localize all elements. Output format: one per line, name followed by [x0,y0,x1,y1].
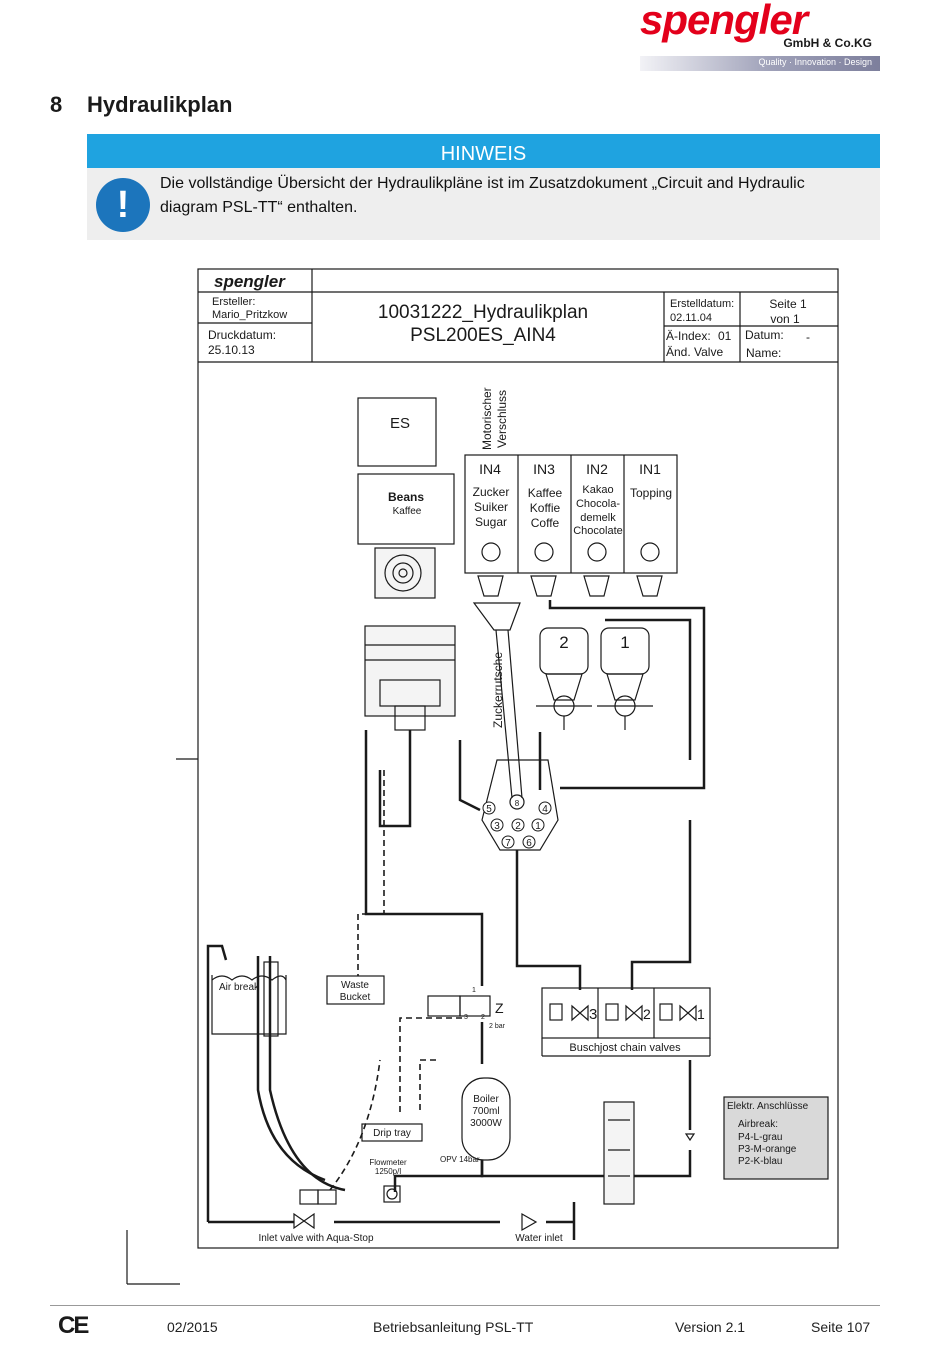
canister-in2-line: Chocolate [573,525,623,537]
index-label: Ä-Index: [666,329,711,343]
boiler-label-2: 700ml [472,1106,499,1117]
footer-document: Betriebsanleitung PSL-TT [373,1319,534,1335]
index-value: 01 [718,329,732,343]
brand-name: spengler [640,0,808,43]
elektr-line: P2-K-blau [738,1156,782,1167]
port-8: 8 [515,799,520,808]
change-label: Änd. Valve [666,345,723,359]
note-text: Die vollständige Übersicht der Hydraulik… [160,175,805,216]
grinder-group [357,397,456,731]
footer-date: 02/2015 [167,1319,218,1335]
drip-tray-label: Drip tray [373,1128,411,1139]
date-label: Datum: [745,328,784,342]
note-header: HINWEIS [87,134,880,168]
brand-tagline: Quality · Innovation · Design [758,57,872,67]
port-6: 6 [526,838,532,849]
author-value: Mario_Pritzkow [212,309,287,321]
flowmeter-label-1: Flowmeter [369,1158,407,1167]
footer-version: Version 2.1 [675,1319,746,1335]
chain-valve-1: 1 [697,1006,705,1022]
inlet-valve-label: Inlet valve with Aqua-Stop [258,1233,374,1244]
canister-in3: IN3 [533,461,555,477]
plan-title-line2: PSL200ES_AIN4 [410,325,556,346]
opv-label: OPV 14bar [440,1155,480,1164]
valve-2bar: 2 bar [489,1023,506,1030]
date-value: - [806,330,810,344]
brand-bar [640,56,880,71]
port-3: 3 [494,821,500,832]
canister-in4-line: Zucker [473,485,510,499]
canister-in4-line: Suiker [474,500,508,514]
mixer-2-label: 2 [559,633,568,652]
canister-in4: IN4 [479,461,501,477]
canister-in3-line: Koffie [530,501,561,515]
flowmeter-label-2: 1250p/l [375,1167,401,1176]
canister-in1-line: Topping [630,486,672,500]
print-date-label: Druckdatum: [208,328,276,342]
air-break-label: Air break [219,982,260,993]
canister-in3-line: Kaffee [528,486,563,500]
waste-bucket-label-1: Waste [341,980,369,991]
created-label: Erstelldatum: [670,298,734,310]
zuckerrutsche-label: Zuckerrutsche [491,652,505,728]
port-5: 5 [486,804,492,815]
motor-label-2: Verschluss [495,390,509,448]
print-date-value: 25.10.13 [208,343,255,357]
canister-in2-line: Chocola- [576,498,620,510]
page-of: von 1 [770,312,800,326]
chain-valve-3: 3 [589,1006,597,1023]
chain-valves-label: Buschjost chain valves [569,1042,681,1054]
created-date: 02.11.04 [670,312,712,324]
canister-in1: IN1 [639,461,661,477]
plan-title-line1: 10031222_Hydraulikplan [378,302,588,323]
exclamation-icon: ! [96,178,150,232]
canister-in3-line: Coffe [531,516,560,530]
chain-valve-2: 2 [643,1006,651,1022]
port-7: 7 [505,838,511,849]
boiler-label-1: Boiler [473,1094,499,1105]
port-2: 2 [515,821,521,832]
section-number: 8 [50,92,63,117]
valve-port-3: 3 [464,1014,468,1021]
mixer-1-label: 1 [620,633,629,652]
elektr-line: P3-M-orange [738,1144,797,1155]
elektr-line: Airbreak: [738,1119,778,1130]
valve-z-label: Z [495,1000,504,1016]
note-box: HINWEIS ! Die vollständige Übersicht der… [87,134,880,240]
elektr-title: Elektr. Anschlüsse [727,1101,809,1112]
valve-port-1: 1 [472,987,476,994]
author-label: Ersteller: [212,296,255,308]
elektr-line: P4-L-grau [738,1132,782,1143]
water-inlet-label: Water inlet [515,1233,563,1244]
waste-bucket-label-2: Bucket [340,992,371,1003]
brand-logo: spengler GmbH & Co.KG Quality · Innovati… [640,0,880,74]
boiler-label-3: 3000W [470,1118,502,1129]
beans-label: Beans [388,490,424,504]
canister-in4-line: Sugar [475,515,507,529]
canister-in2: IN2 [586,461,608,477]
page-label: Seite 1 [769,297,807,311]
kaffee-label: Kaffee [393,506,422,517]
footer-divider [50,1305,880,1306]
valve-port-2: 2 [481,1014,485,1021]
canister-in2-line: demelk [580,512,616,524]
name-label: Name: [746,346,781,360]
canister-in2-line: Kakao [582,484,613,496]
brand-company: GmbH & Co.KG [783,36,872,50]
hydraulic-diagram: spengler Ersteller: Mario_Pritzkow Druck… [126,268,839,1285]
port-1: 1 [535,821,541,832]
section-title: Hydraulikplan [87,92,233,117]
footer-page: Seite 107 [811,1319,871,1335]
es-label: ES [390,415,410,432]
ce-mark: CE [58,1312,89,1339]
titleblock-logo: spengler [214,272,286,291]
motor-label-1: Motorischer [480,387,494,450]
port-4: 4 [542,804,548,815]
